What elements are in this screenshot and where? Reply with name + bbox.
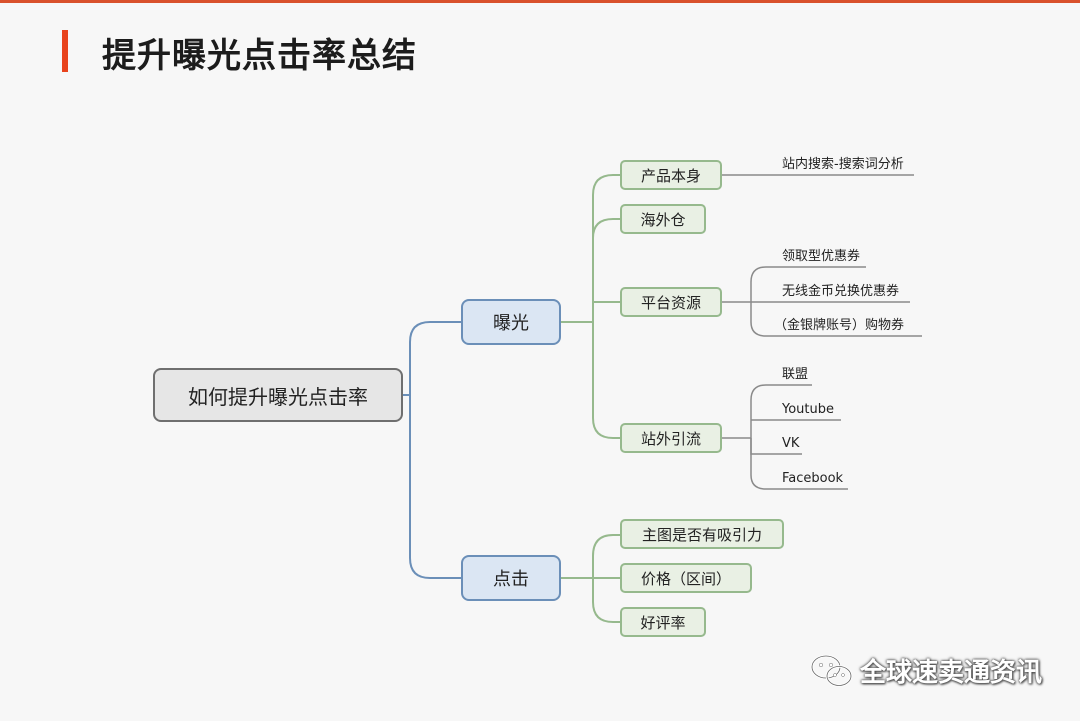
node-overseas-warehouse: 海外仓	[620, 204, 706, 234]
node-offsite-traffic: 站外引流	[620, 423, 722, 453]
node-price-range: 价格（区间）	[620, 563, 752, 593]
leaf-youtube: Youtube	[782, 402, 834, 417]
page-title: 提升曝光点击率总结	[102, 36, 417, 76]
node-rating: 好评率	[620, 607, 706, 637]
node-main-image: 主图是否有吸引力	[620, 519, 784, 549]
node-exposure: 曝光	[461, 299, 561, 345]
leaf-shopping-voucher: （金银牌账号）购物券	[774, 318, 905, 333]
leaf-coin-coupon: 无线金币兑换优惠券	[782, 284, 900, 299]
connector-root-exposure	[403, 321, 461, 396]
watermark-text: 全球速卖通资讯	[860, 658, 1043, 688]
wechat-icon	[810, 654, 853, 687]
watermark: 全球速卖通资讯	[810, 652, 1042, 689]
title-accent-bar	[62, 30, 68, 72]
mindmap-root: 如何提升曝光点击率	[153, 368, 403, 422]
leaf-claim-coupon: 领取型优惠券	[782, 249, 861, 264]
node-click: 点击	[461, 555, 561, 601]
top-accent-line	[0, 0, 1080, 3]
leaf-facebook: Facebook	[782, 471, 844, 486]
connector-root-click	[403, 394, 461, 579]
leaf-search-analysis: 站内搜索-搜索词分析	[782, 157, 904, 172]
node-platform-resources: 平台资源	[620, 287, 722, 317]
leaf-vk: VK	[782, 436, 800, 451]
node-product-itself: 产品本身	[620, 160, 722, 190]
leaf-affiliate: 联盟	[782, 367, 809, 382]
